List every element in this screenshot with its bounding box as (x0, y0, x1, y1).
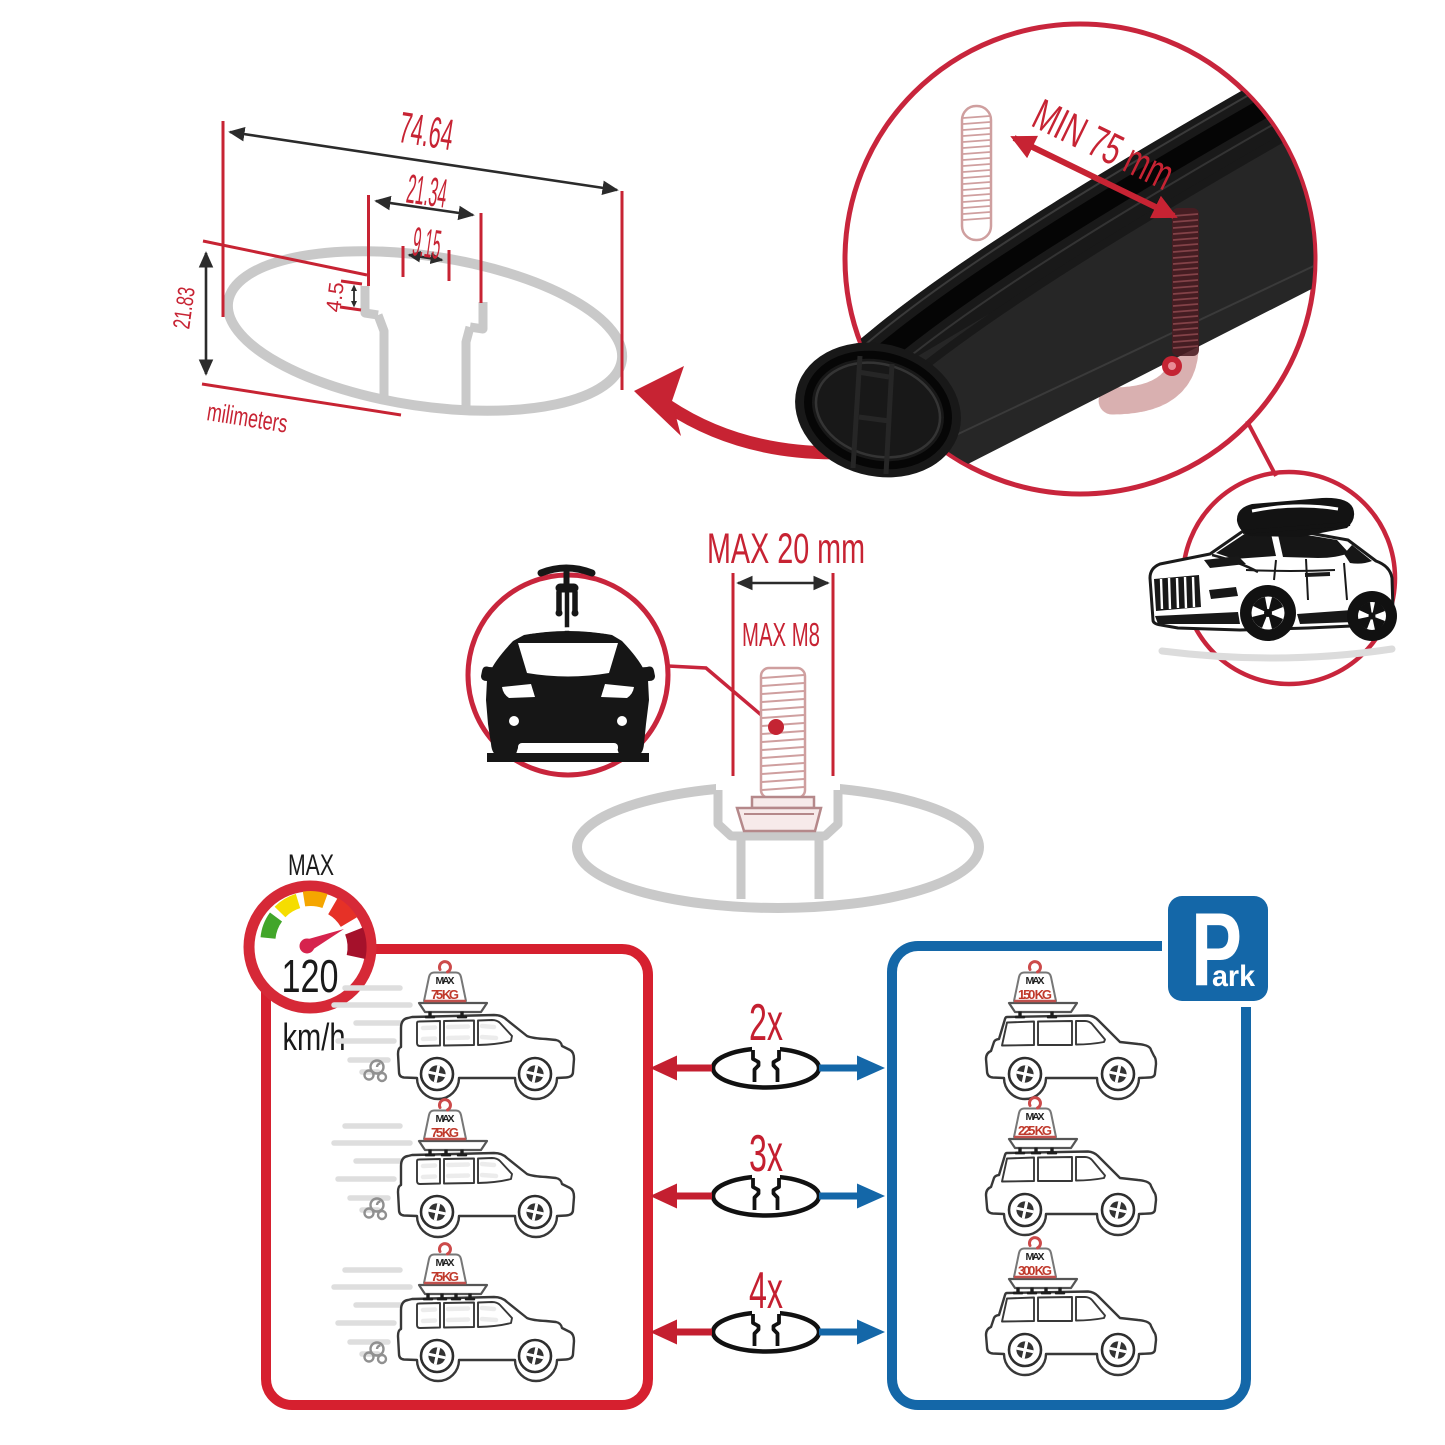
svg-text:MAX: MAX (1026, 1111, 1045, 1123)
svg-text:21.83: 21.83 (168, 285, 201, 330)
svg-text:21.34: 21.34 (404, 166, 450, 217)
svg-text:3x: 3x (749, 1125, 783, 1183)
svg-text:75 KG: 75 KG (431, 987, 459, 1002)
svg-text:2x: 2x (749, 994, 783, 1052)
svg-text:300 KG: 300 KG (1018, 1263, 1052, 1278)
svg-text:MAX: MAX (436, 1257, 455, 1269)
svg-text:MAX: MAX (436, 975, 455, 987)
svg-text:4x: 4x (749, 1262, 783, 1320)
svg-text:MAX: MAX (1026, 1251, 1045, 1263)
svg-text:P: P (1191, 892, 1242, 1008)
svg-text:75 KG: 75 KG (431, 1125, 459, 1140)
svg-text:75 KG: 75 KG (431, 1269, 459, 1284)
svg-text:MAX: MAX (436, 1113, 455, 1125)
svg-text:150 KG: 150 KG (1018, 987, 1052, 1002)
svg-text:74.64: 74.64 (396, 103, 457, 160)
svg-text:km/h: km/h (283, 1017, 346, 1059)
svg-text:ark: ark (1212, 960, 1255, 993)
svg-text:MAX: MAX (1026, 975, 1045, 987)
svg-text:225 KG: 225 KG (1018, 1123, 1052, 1138)
svg-text:MAX: MAX (288, 849, 334, 882)
svg-text:120: 120 (282, 950, 339, 1002)
svg-text:9.15: 9.15 (410, 218, 444, 267)
svg-text:4.5: 4.5 (322, 281, 348, 314)
svg-text:MAX 20 mm: MAX 20 mm (707, 525, 865, 573)
svg-text:MAX M8: MAX M8 (742, 616, 820, 653)
